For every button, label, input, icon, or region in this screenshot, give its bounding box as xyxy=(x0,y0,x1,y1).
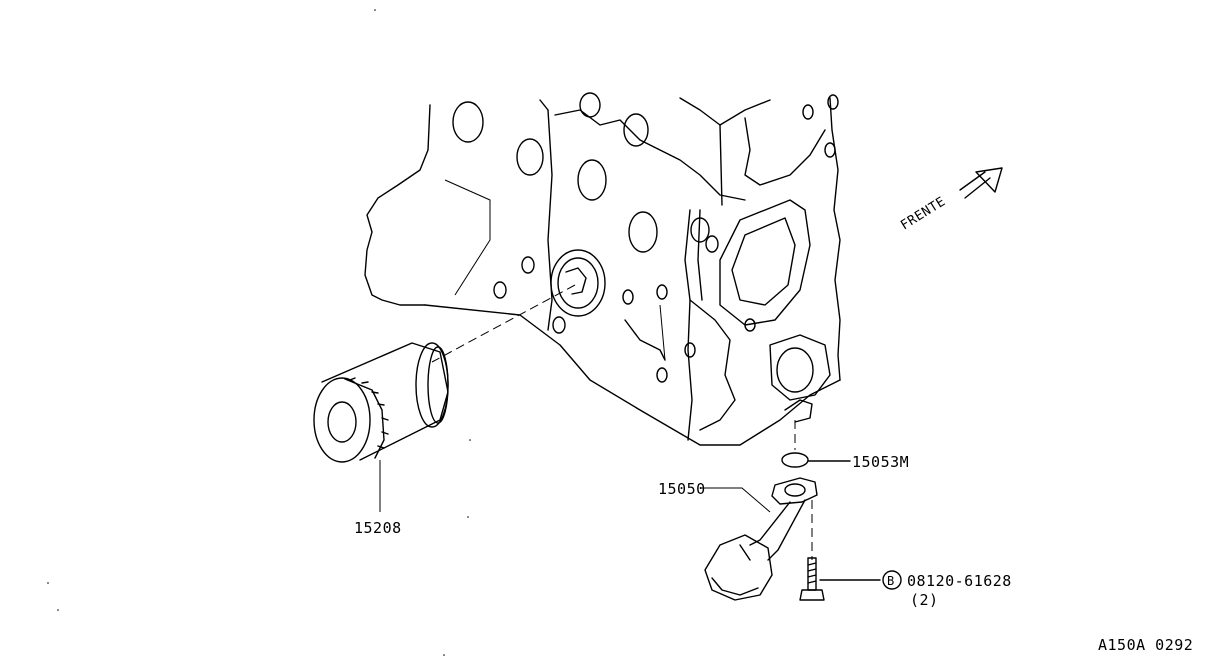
label-15053m: 15053M xyxy=(852,453,909,471)
bolt xyxy=(799,557,902,601)
label-bolt-part: 08120-61628 xyxy=(907,572,1012,590)
label-15208: 15208 xyxy=(354,519,402,537)
bolt-badge-letter: B xyxy=(887,574,895,588)
oil-filter xyxy=(313,342,449,512)
label-15050: 15050 xyxy=(658,480,706,498)
label-bolt-qty: (2) xyxy=(910,591,939,609)
oil-strainer xyxy=(700,477,818,601)
bolt-badge-circle xyxy=(882,570,902,590)
front-arrow-icon xyxy=(959,167,1003,199)
front-direction-label: FRENTE xyxy=(898,194,948,233)
diagram-code: A150A 0292 xyxy=(1098,636,1193,654)
engine-block xyxy=(364,92,841,446)
o-ring xyxy=(781,452,851,468)
